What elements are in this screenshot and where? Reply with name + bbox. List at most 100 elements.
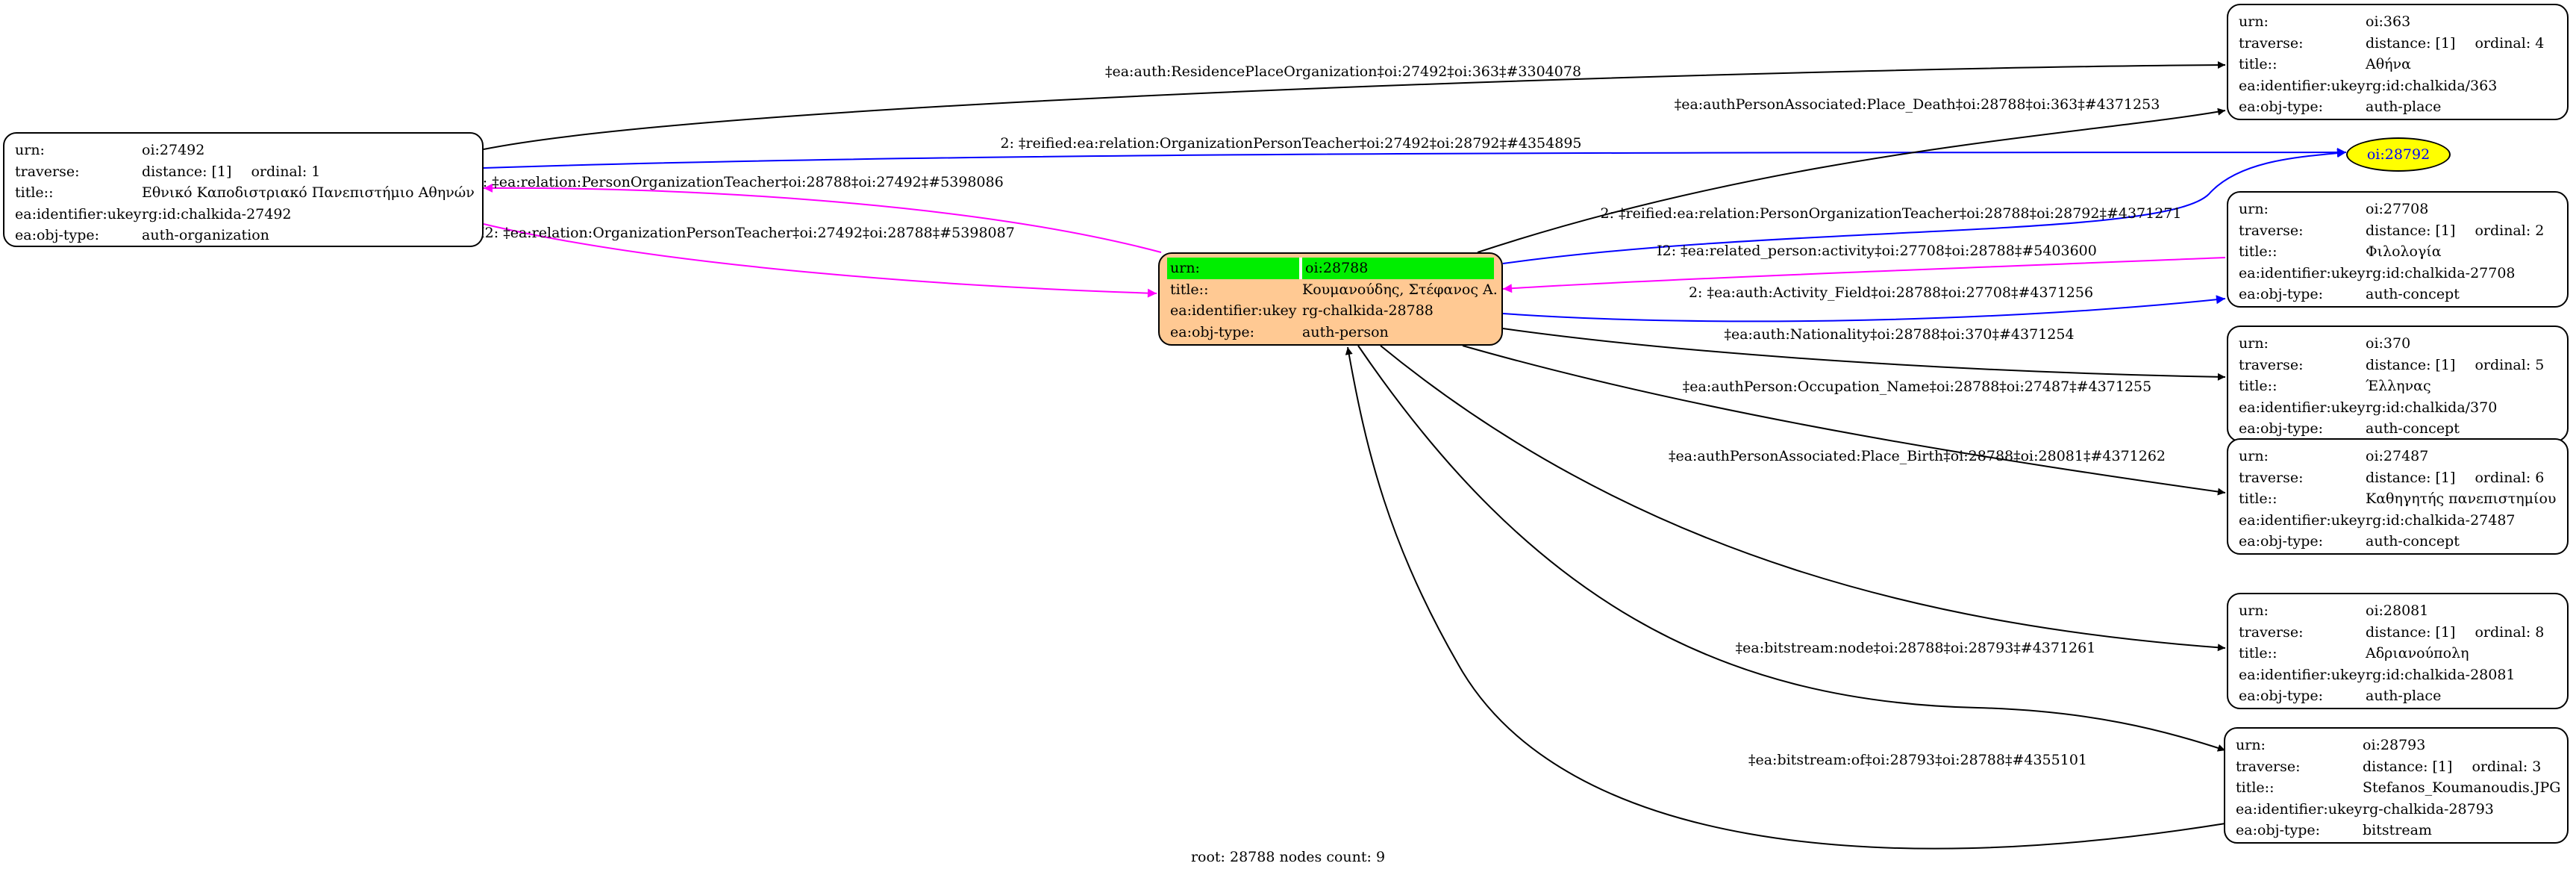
graph-footer: root: 28788 nodes count: 9: [1190, 849, 1386, 865]
node-oi-370[interactable]: urn:oi:370 traverse:distance: [1]ordinal…: [2227, 326, 2569, 442]
field-key: traverse:: [2239, 623, 2304, 641]
field-key: ea:identifier:ukey: [2239, 399, 2366, 416]
edge-label: ‡ea:authPersonAssociated:Place_Birth‡oi:…: [1669, 448, 2166, 464]
traverse-distance: distance: [1]: [2366, 469, 2456, 486]
field-key: title::: [2239, 56, 2278, 72]
edge-label: I2: ‡ea:relation:PersonOrganizationTeach…: [468, 174, 1004, 190]
node-oi-28792[interactable]: oi:28792: [2346, 137, 2451, 172]
node-row: urn:oi:363: [2239, 11, 2557, 33]
node-row: ea:obj-type:auth-place: [2239, 685, 2557, 707]
node-row: title::Αθήνα: [2239, 54, 2557, 75]
field-value: auth-organization: [142, 227, 269, 243]
field-value: oi:28793: [2363, 737, 2426, 753]
field-key: ea:identifier:ukey: [15, 205, 142, 222]
node-oi-27487[interactable]: urn:oi:27487 traverse: distance: [1] ordin…: [2227, 438, 2569, 555]
traverse-distance: distance: [1]: [2366, 222, 2456, 239]
field-key: ea:obj-type:: [2239, 533, 2324, 549]
field-key: ea:identifier:ukey: [1170, 302, 1297, 319]
field-value: distance: [1] ordinal: 3: [2363, 756, 2557, 778]
node-row: traverse:distance: [1]ordinal: 2: [2239, 220, 2557, 242]
node-row: urn:oi:27492: [15, 140, 472, 161]
traverse-ordinal: ordinal: 1: [251, 163, 321, 180]
node-row: urn:oi:27487: [2239, 446, 2557, 467]
node-row: ea:obj-type:auth-concept: [2239, 284, 2557, 305]
node-row: ea:obj-type:bitstream: [2236, 820, 2557, 841]
field-key: ea:identifier:ukey: [2239, 666, 2366, 683]
field-key: urn:: [15, 142, 45, 158]
edge-person-org-teacher: [483, 183, 1162, 253]
edge-reified-org-person-teacher: [483, 148, 2347, 169]
edge-place-death: [1477, 108, 2226, 253]
edge-label: ‡ea:authPersonAssociated:Place_Death‡oi:…: [1675, 96, 2160, 113]
edge-bitstream-of: [1345, 346, 2226, 850]
field-key: ea:obj-type:: [2239, 99, 2324, 115]
field-value: auth-concept: [2366, 533, 2460, 549]
field-value: rg:id:chalkida-27708: [2366, 264, 2516, 281]
field-key: title::: [2239, 378, 2278, 394]
field-value: Εθνικό Καποδιστριακό Πανεπιστήμιο Αθηνών: [142, 184, 475, 201]
field-value: distance: [1] ordinal: 4: [2366, 33, 2557, 54]
field-value: rg:id:chalkida-28081: [2366, 666, 2516, 683]
field-value: Αθήνα: [2366, 56, 2411, 72]
node-oi-28793[interactable]: urn:oi:28793 traverse:distance: [1]ordin…: [2224, 727, 2569, 844]
field-value: oi:28081: [2366, 602, 2429, 619]
field-key: urn:: [2239, 13, 2269, 30]
field-key: ea:obj-type:: [1170, 323, 1255, 340]
field-value: distance: [1]ordinal: 1: [142, 161, 472, 183]
field-value: Κουμανούδης, Στέφανος Α.: [1302, 281, 1498, 298]
field-key: urn:: [2239, 335, 2269, 352]
field-key: traverse:: [2239, 469, 2304, 486]
node-row: title::Αδριανούπολη: [2239, 643, 2557, 664]
edge-residence-place: [483, 61, 2226, 150]
field-value: distance: [1] ordinal: 2: [2366, 220, 2557, 242]
traverse-distance: distance: [1]: [2363, 758, 2453, 775]
node-row: ea:obj-type: auth-concept: [2239, 531, 2557, 552]
traverse-distance: distance: [1]: [2366, 34, 2456, 52]
node-oi-27708[interactable]: urn:oi:27708 traverse:distance: [1]ordin…: [2227, 191, 2569, 308]
field-value: oi:27487: [2366, 448, 2429, 464]
edge-label: I2: ‡ea:related_person:activity‡oi:27708…: [1657, 243, 2097, 259]
node-oi-27492[interactable]: urn:oi:27492 traverse: distance: [1]ordin…: [3, 132, 484, 247]
edge-label: ‡ea:auth:ResidencePlaceOrganization‡oi:2…: [1105, 63, 1581, 80]
field-value: auth-place: [2366, 688, 2442, 704]
field-value: rg:id:chalkida/370: [2366, 399, 2498, 416]
field-key: title::: [2239, 243, 2278, 260]
node-row: urn: oi:28081: [2239, 600, 2557, 622]
field-key: traverse:: [15, 163, 80, 180]
field-value: rg:id:chalkida-27492: [142, 205, 292, 222]
field-value: rg:id:chalkida-27487: [2366, 511, 2516, 529]
field-key: urn:: [2239, 602, 2269, 619]
edge-label: ‡ea:bitstream:of‡oi:28793‡oi:28788‡#4355…: [1748, 752, 2087, 768]
field-value: auth-person: [1302, 323, 1389, 340]
node-oi-363[interactable]: urn:oi:363 traverse:distance: [1]ordinal…: [2227, 4, 2569, 120]
traverse-ordinal: ordinal: 6: [2475, 469, 2545, 486]
edge-nationality: [1502, 328, 2226, 381]
edge-activity-field: [1502, 295, 2226, 323]
traverse-ordinal: ordinal: 4: [2475, 34, 2545, 52]
field-key: ea:identifier:ukey: [2236, 800, 2363, 818]
node-row: traverse:distance: [1]ordinal: 5: [2239, 355, 2557, 376]
field-key: urn:: [2239, 201, 2269, 217]
field-value: Αδριανούπολη: [2366, 645, 2469, 661]
field-key: urn:: [2236, 737, 2266, 753]
field-key: ea:identifier:ukey: [2239, 77, 2366, 94]
traverse-distance: distance: [1]: [2366, 623, 2456, 641]
edge-related-person-activity: [1502, 257, 2226, 293]
node-row: ea:obj-type:auth-place: [2239, 96, 2557, 118]
field-key: title::: [2236, 779, 2275, 796]
edge-occupation: [1462, 345, 2226, 496]
node-root-oi-28788[interactable]: urn:oi:28788 title::Κουμανούδης, Στέφανο…: [1158, 252, 1503, 346]
node-oi-28081[interactable]: urn:oi:28081 traverse:distance: [1]ordin…: [2227, 593, 2569, 709]
field-value: auth-concept: [2366, 420, 2460, 437]
traverse-ordinal: ordinal: 2: [2475, 222, 2545, 239]
traverse-ordinal: ordinal: 3: [2472, 758, 2542, 775]
field-value: bitstream: [2363, 822, 2432, 838]
field-value: rg-chalkida-28793: [2363, 800, 2494, 818]
node-row: traverse:distance: [1]ordinal: 8: [2239, 622, 2557, 644]
node-row: urn:oi:370: [2239, 333, 2557, 355]
